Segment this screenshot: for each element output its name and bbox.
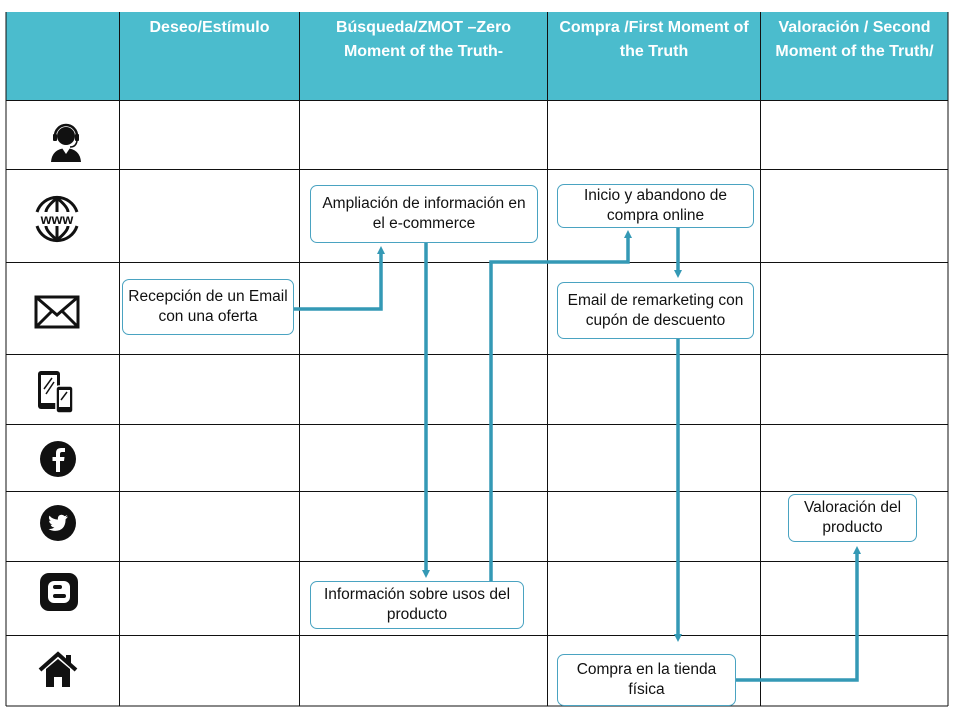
node-informacion-usos: Información sobre usos del producto xyxy=(310,581,524,629)
header-valoracion-smot: Valoración / Second Moment of the Truth/ xyxy=(775,19,934,60)
header-busqueda-zmot: Búsqueda/ZMOT –Zero Moment of the Truth- xyxy=(335,19,512,60)
header-band xyxy=(6,12,948,100)
mobile-tablet-icon xyxy=(38,371,74,414)
blogger-icon xyxy=(40,573,78,611)
node-valoracion-producto: Valoración del producto xyxy=(788,494,917,542)
node-ampliacion-ecommerce: Ampliación de información en el e-commer… xyxy=(310,185,538,243)
header-deseo-estimulo: Deseo/Estímulo xyxy=(149,19,270,36)
person-headset-icon xyxy=(51,123,81,162)
envelope-icon xyxy=(34,295,80,329)
node-compra-tienda: Compra en la tienda física xyxy=(557,654,736,706)
node-recepcion-email: Recepción de un Email con una oferta xyxy=(122,279,294,335)
svg-text:www: www xyxy=(40,211,74,227)
www-globe-icon: www xyxy=(35,195,79,243)
header-compra-fmot: Compra /First Moment of the Truth xyxy=(559,19,749,60)
node-email-remarketing: Email de remarketing con cupón de descue… xyxy=(557,282,754,339)
node-inicio-abandono: Inicio y abandono de compra online xyxy=(557,184,754,228)
store-house-icon xyxy=(38,651,78,687)
twitter-icon xyxy=(40,505,76,541)
facebook-icon xyxy=(40,441,76,477)
